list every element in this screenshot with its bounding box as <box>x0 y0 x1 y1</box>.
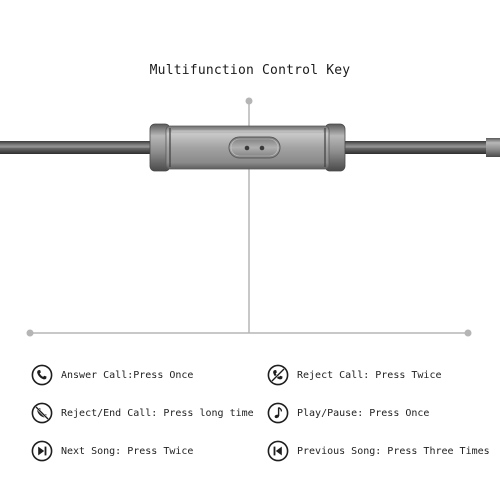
music-note-icon <box>267 402 289 424</box>
earphone-cable <box>0 138 500 157</box>
function-item-play-pause: Play/Pause: Press Once <box>267 401 429 425</box>
end-call-icon <box>31 402 53 424</box>
function-label: Reject Call: Press Twice <box>297 369 442 381</box>
reject-call-icon <box>267 364 289 386</box>
answer-call-icon <box>31 364 53 386</box>
function-item-next-song: Next Song: Press Twice <box>31 439 193 463</box>
function-label: Answer Call:Press Once <box>61 369 194 381</box>
function-label: Next Song: Press Twice <box>61 445 194 457</box>
function-label: Previous Song: Press Three Times <box>297 445 490 457</box>
function-label: Reject/End Call: Press long time <box>61 407 254 419</box>
page-title: Multifunction Control Key <box>149 63 351 78</box>
function-item-answer-call: Answer Call:Press Once <box>31 363 193 387</box>
next-song-icon <box>31 440 53 462</box>
function-label: Play/Pause: Press Once <box>297 407 430 419</box>
control-button <box>228 136 281 159</box>
function-item-previous-song: Previous Song: Press Three Times <box>267 439 490 463</box>
previous-song-icon <box>267 440 289 462</box>
function-item-end-call: Reject/End Call: Press long time <box>31 401 254 425</box>
function-item-reject-call: Reject Call: Press Twice <box>267 363 442 387</box>
